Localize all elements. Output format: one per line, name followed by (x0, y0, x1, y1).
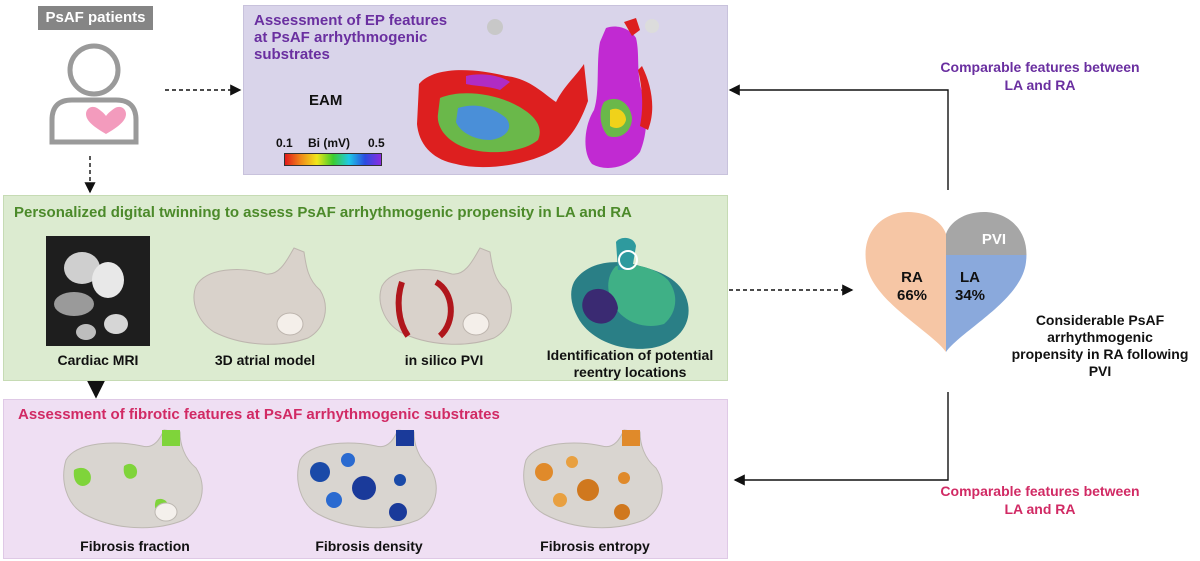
step-caption-reentry: Identification of potential reentry loca… (546, 347, 714, 380)
step-caption-mri: Cardiac MRI (57, 352, 139, 368)
scale-max: 0.5 (368, 136, 385, 150)
fibrosis-panel-title: Assessment of fibrotic features at PsAF … (18, 406, 500, 423)
scale-min: 0.1 (276, 136, 293, 150)
twin-images (46, 236, 689, 349)
fibrosis-images (63, 429, 663, 529)
la-value: 34% (955, 287, 985, 304)
ep-panel-title: Assessment of EP features at PsAF arrhyt… (254, 12, 448, 63)
twin-panel: Personalized digital twinning to assess … (3, 195, 728, 381)
ra-label: RA (901, 269, 923, 286)
fibrosis-entropy-caption: Fibrosis entropy (540, 538, 650, 554)
fibrosis-density-model (297, 429, 437, 529)
note-top: Comparable features between LA and RA (940, 59, 1140, 93)
la-label: LA (960, 269, 980, 286)
heart-to-eam-arrow (728, 84, 949, 190)
patients-label: PsAF patients (38, 6, 153, 30)
ra-region (865, 212, 946, 352)
fibrosis-panel: Assessment of fibrotic features at PsAF … (3, 399, 728, 559)
fibrosis-fraction-caption: Fibrosis fraction (80, 538, 190, 554)
note-bottom: Comparable features between LA and RA (940, 483, 1140, 517)
step-caption-pvi: in silico PVI (404, 352, 484, 368)
fibrosis-fraction-model (63, 429, 203, 529)
step-caption-model: 3D atrial model (214, 352, 316, 368)
ra-value: 66% (897, 287, 927, 304)
ep-panel: Assessment of EP features at PsAF arrhyt… (243, 5, 728, 175)
note-middle: Considerable PsAF arrhythmogenic propens… (1011, 312, 1189, 379)
scale-label: Bi (mV) (308, 136, 350, 150)
eam-label: EAM (309, 92, 343, 109)
heart-to-fibrosis-arrow (733, 392, 949, 486)
voltage-colorbar (284, 153, 382, 166)
twin-panel-title: Personalized digital twinning to assess … (14, 204, 632, 221)
pvi-label: PVI (982, 231, 1006, 248)
fibrosis-density-caption: Fibrosis density (315, 538, 423, 554)
eam-maps (417, 18, 659, 168)
fibrosis-entropy-model (523, 429, 663, 529)
heart-icon (86, 106, 126, 134)
